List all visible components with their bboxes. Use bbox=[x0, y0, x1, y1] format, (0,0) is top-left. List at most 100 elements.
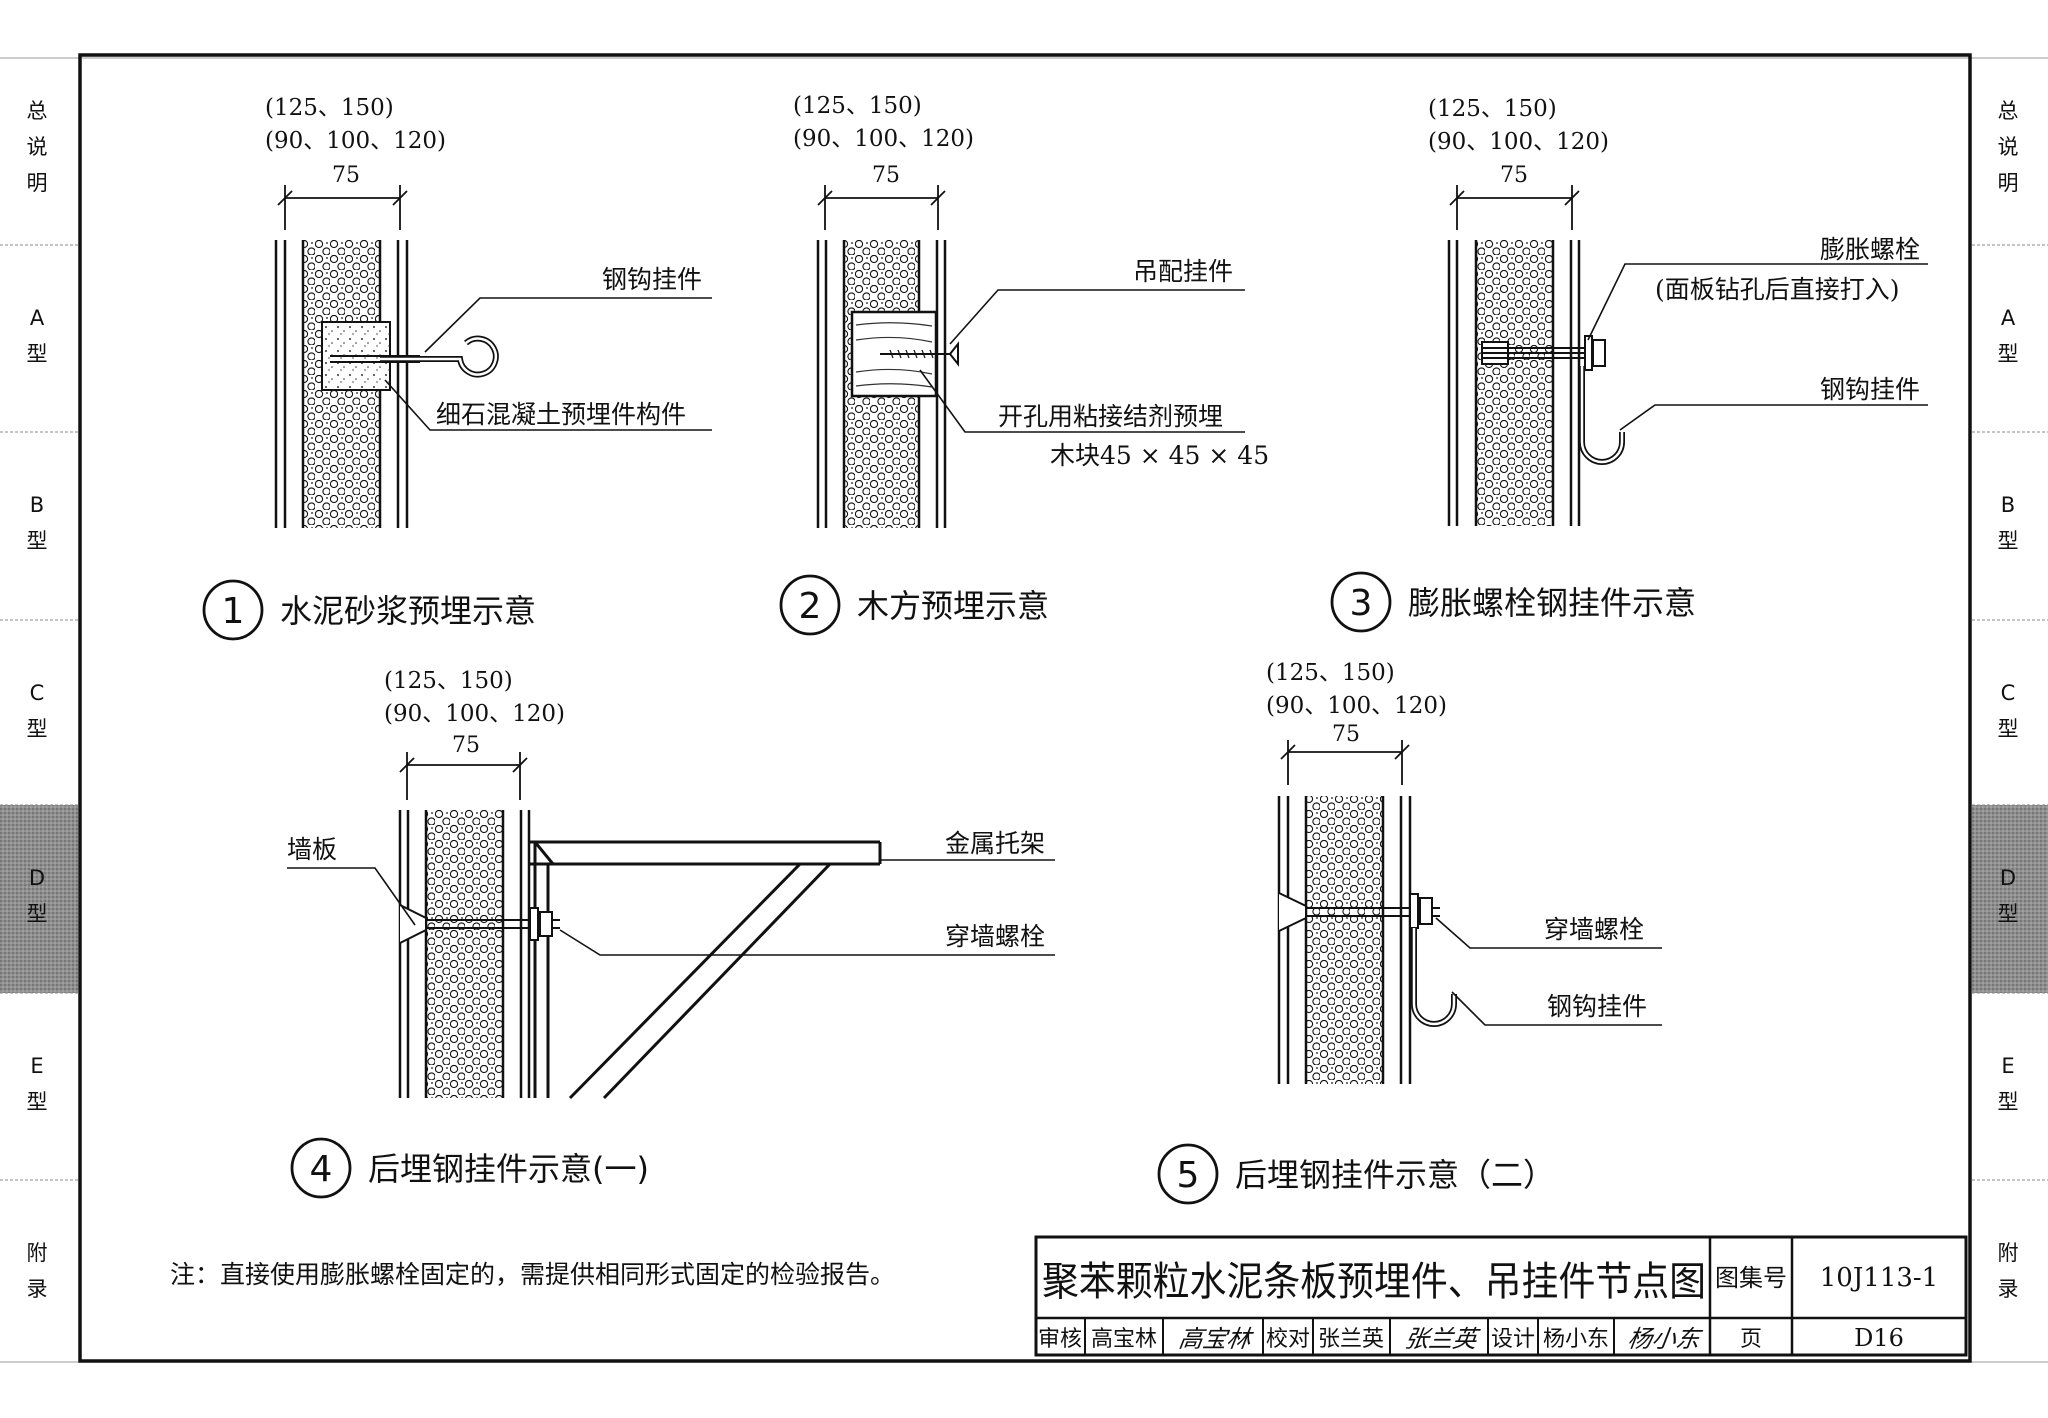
dim-text-2c: 75 bbox=[872, 163, 900, 188]
detail-title-3: 膨胀螺栓钢挂件示意 bbox=[1408, 584, 1696, 622]
dim-text-4a: (125、150) bbox=[384, 668, 513, 694]
detail-number-4: 4 bbox=[310, 1149, 333, 1190]
dim-text-5b: (90、100、120) bbox=[1266, 693, 1447, 719]
detail-3: (125、150) (90、100、120) 75 bbox=[1330, 96, 1928, 633]
label-4b: 金属托架 bbox=[945, 829, 1045, 858]
leader-1b bbox=[384, 379, 712, 431]
detail-number-circle-4 bbox=[290, 1137, 352, 1199]
steel-hook-5-inner bbox=[1412, 928, 1456, 1026]
wall-panel-4 bbox=[398, 810, 531, 1098]
right-tab-7[interactable]: 附录 bbox=[1972, 1179, 2048, 1301]
page-number: D16 bbox=[1854, 1324, 1904, 1352]
leader-1a bbox=[424, 297, 712, 353]
steel-hook-5 bbox=[1411, 928, 1457, 1027]
detail-number-2: 2 bbox=[799, 586, 822, 627]
dimension-line-1 bbox=[277, 185, 408, 230]
label-2c: 木块45 × 45 × 45 bbox=[1050, 441, 1269, 470]
leader-3b bbox=[1619, 404, 1928, 431]
expansion-bolt-3 bbox=[1481, 335, 1606, 371]
detail-title-5: 后埋钢挂件示意（二） bbox=[1235, 1156, 1555, 1194]
leader-5b bbox=[1451, 991, 1662, 1026]
steel-hook-3-inner bbox=[1580, 366, 1624, 464]
left-tab-7[interactable]: 附录 bbox=[0, 1179, 78, 1301]
concrete-insert-1 bbox=[321, 321, 420, 391]
leader-5a bbox=[1435, 917, 1662, 949]
drawing-frame bbox=[78, 53, 1972, 1363]
detail-number-circle-1 bbox=[202, 579, 264, 641]
left-tab-active-background bbox=[0, 805, 78, 993]
detail-title-1: 水泥砂浆预埋示意 bbox=[280, 592, 536, 630]
metal-bracket-4 bbox=[529, 840, 882, 1100]
label-3b: (面板钻孔后直接打入) bbox=[1655, 275, 1900, 304]
detail-number-circle-2 bbox=[779, 574, 841, 636]
label-2a: 吊配挂件 bbox=[1133, 257, 1233, 286]
reviewer-name: 高宝林 bbox=[1091, 1327, 1157, 1352]
left-tab-label: 附录 bbox=[27, 1241, 48, 1301]
designer-signature: 杨小东 bbox=[1626, 1325, 1705, 1353]
through-bolt-4 bbox=[399, 904, 560, 944]
label-3c: 钢钩挂件 bbox=[1820, 375, 1920, 404]
detail-number-1: 1 bbox=[222, 591, 245, 632]
dim-text-1b: (90、100、120) bbox=[265, 128, 446, 154]
atlas-label: 图集号 bbox=[1715, 1264, 1787, 1292]
through-bolt-5 bbox=[1278, 892, 1440, 932]
dim-text-1a: (125、150) bbox=[265, 95, 394, 121]
detail-number-circle-5 bbox=[1157, 1143, 1219, 1205]
leader-2b bbox=[919, 369, 1245, 433]
leader-4c bbox=[559, 929, 1055, 956]
label-2b: 开孔用粘接结剂预埋 bbox=[998, 402, 1223, 431]
dim-text-4c: 75 bbox=[452, 733, 480, 758]
label-1b: 细石混凝土预埋件构件 bbox=[436, 400, 686, 429]
detail-title-2: 木方预埋示意 bbox=[857, 587, 1049, 625]
detail-number-5: 5 bbox=[1177, 1155, 1200, 1196]
left-tab-label: 总说明 bbox=[27, 99, 48, 195]
drawing-title: 聚苯颗粒水泥条板预埋件、吊挂件节点图 bbox=[1042, 1259, 1706, 1305]
dim-text-2a: (125、150) bbox=[793, 93, 922, 119]
wall-panel-5 bbox=[1277, 796, 1412, 1084]
left-tab-1[interactable]: 总说明 bbox=[27, 99, 48, 195]
label-4c: 穿墙螺栓 bbox=[945, 922, 1045, 951]
right-tab-1[interactable]: 总说明 bbox=[1998, 99, 2019, 195]
detail-2: (125、150) (90、100、120) 75 bbox=[779, 93, 1269, 636]
dimension-line-3 bbox=[1449, 185, 1580, 230]
reviewer-signature: 高宝林 bbox=[1177, 1325, 1256, 1353]
label-4a: 墙板 bbox=[287, 835, 337, 864]
detail-number-3: 3 bbox=[1350, 583, 1373, 624]
check-label: 校对 bbox=[1266, 1327, 1310, 1352]
leader-2a bbox=[949, 289, 1245, 345]
steel-hook-3 bbox=[1579, 366, 1625, 465]
leader-4a bbox=[287, 867, 416, 926]
dim-text-3c: 75 bbox=[1500, 163, 1528, 188]
checker-signature: 张兰英 bbox=[1403, 1325, 1482, 1353]
review-label: 审核 bbox=[1038, 1327, 1082, 1352]
label-5b: 钢钩挂件 bbox=[1547, 992, 1647, 1021]
designer-name: 杨小东 bbox=[1543, 1327, 1609, 1352]
right-tab-label: 总说明 bbox=[1998, 99, 2019, 195]
dim-text-3b: (90、100、120) bbox=[1428, 129, 1609, 155]
design-label: 设计 bbox=[1491, 1327, 1535, 1352]
detail-5: (125、150) (90、100、120) 75 bbox=[1157, 660, 1662, 1205]
atlas-number: 10J113-1 bbox=[1820, 1263, 1938, 1293]
dim-text-3a: (125、150) bbox=[1428, 96, 1557, 122]
